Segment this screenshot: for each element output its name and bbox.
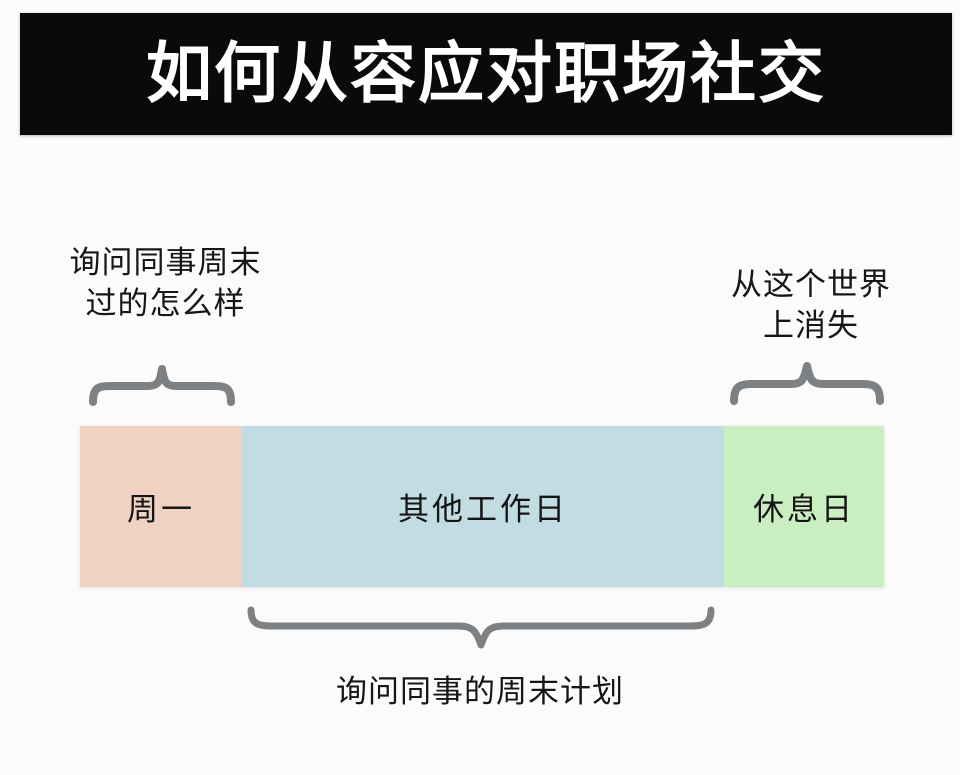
page-title: 如何从容应对职场社交 bbox=[146, 35, 826, 112]
bar-segment-restday-label: 休息日 bbox=[753, 492, 855, 528]
annotation-left-line1: 询问同事周末 bbox=[69, 245, 262, 281]
timeline-bar: 周一 其他工作日 休息日 bbox=[80, 426, 884, 587]
annotation-bottom-line1: 询问同事的周末计划 bbox=[336, 674, 624, 710]
bar-segment-restday[interactable]: 休息日 bbox=[724, 426, 884, 587]
annotation-right-text: 从这个世界 上消失 bbox=[706, 265, 916, 347]
bar-segment-monday-label: 周一 bbox=[127, 492, 195, 528]
brace-left-down-icon bbox=[88, 364, 236, 406]
annotation-left-text: 询问同事周末 过的怎么样 bbox=[38, 243, 293, 325]
title-banner: 如何从容应对职场社交 bbox=[20, 13, 952, 135]
brace-right-down-icon bbox=[729, 361, 885, 405]
brace-bottom-up-icon bbox=[246, 604, 716, 650]
annotation-right-line1: 从这个世界 bbox=[731, 267, 891, 303]
annotation-bottom-text: 询问同事的周末计划 bbox=[300, 672, 660, 713]
bar-segment-weekdays-label: 其他工作日 bbox=[398, 492, 568, 528]
bar-segment-weekdays[interactable]: 其他工作日 bbox=[242, 426, 724, 587]
bar-segment-monday[interactable]: 周一 bbox=[80, 426, 242, 587]
annotation-right-line2: 上消失 bbox=[763, 308, 859, 345]
annotation-left-line2: 过的怎么样 bbox=[85, 286, 246, 323]
